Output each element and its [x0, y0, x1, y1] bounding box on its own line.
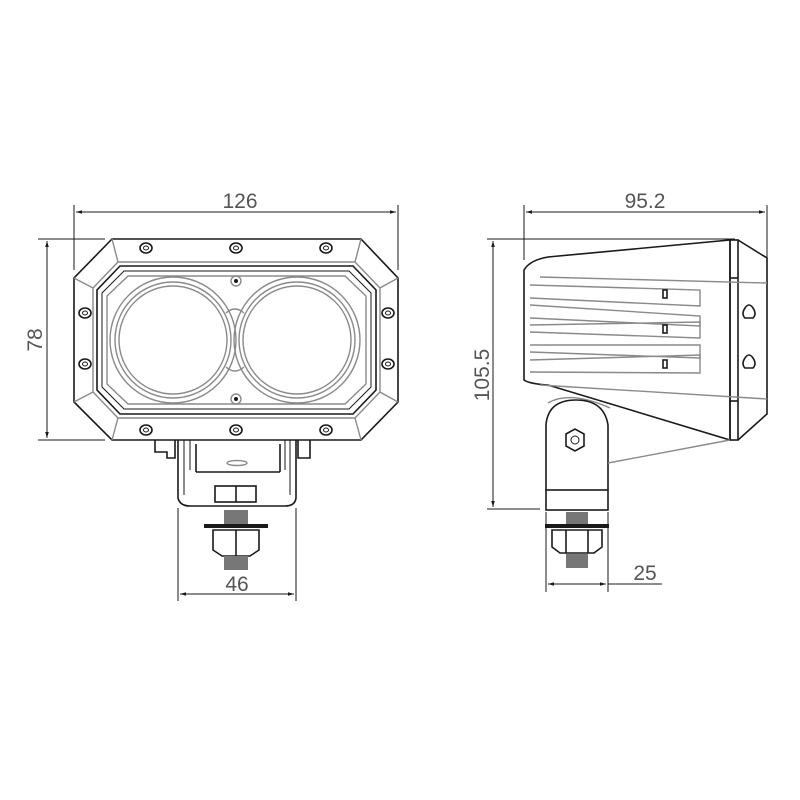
dimension-total-height: 105.5 [471, 238, 735, 510]
dimension-label-width: 126 [222, 190, 257, 213]
light-housing-side [523, 239, 768, 442]
dimension-label-bracket-thickness: 25 [633, 562, 656, 585]
dimension-label-height: 78 [24, 328, 47, 351]
screw-icon [78, 307, 92, 319]
hex-bolt-icon [565, 428, 585, 452]
mounting-bracket-side [545, 396, 731, 568]
screw-icon [319, 424, 333, 436]
light-housing-front [73, 238, 399, 441]
screw-icon [319, 242, 333, 254]
cooling-fins [529, 276, 768, 400]
front-view: 126 78 [24, 190, 399, 601]
lens-bump [742, 354, 756, 369]
screw-icon [229, 424, 243, 436]
screw-icon [139, 242, 153, 254]
dimension-label-bracket-width: 46 [225, 573, 248, 596]
mounting-bracket-front [154, 440, 311, 570]
screw-icon [230, 393, 242, 405]
lens-left [109, 276, 237, 404]
dimension-bracket-thickness: 25 [545, 512, 662, 592]
screw-icon [139, 424, 153, 436]
screw-icon [229, 242, 243, 254]
dimension-depth: 95.2 [523, 190, 768, 260]
dimension-height: 78 [24, 238, 105, 441]
side-view: 95.2 105.5 [471, 190, 768, 592]
dimension-width: 126 [73, 190, 399, 270]
lens-bridge [225, 308, 245, 372]
dimension-bracket-width: 46 [177, 508, 297, 601]
screw-icon [78, 358, 92, 370]
screw-icon [230, 275, 242, 287]
dimension-label-depth: 95.2 [625, 190, 666, 213]
screw-icons [78, 242, 395, 436]
screw-icon [381, 358, 395, 370]
lens-bump [742, 304, 756, 319]
dimension-label-total-height: 105.5 [471, 349, 494, 402]
lens-right [233, 276, 361, 404]
screw-icon [381, 307, 395, 319]
